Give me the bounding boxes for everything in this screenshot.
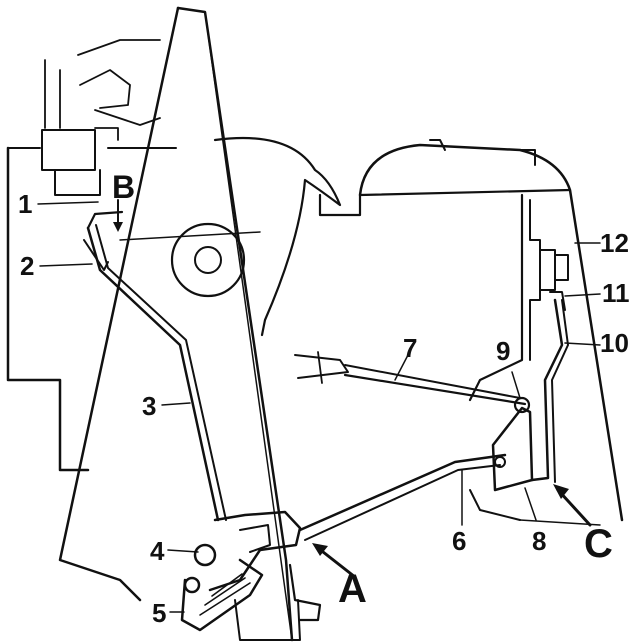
- linkage-rods: [83, 210, 569, 541]
- callout-11: 11: [602, 278, 630, 308]
- leader-7: [394, 354, 409, 381]
- right-housing: [318, 139, 624, 526]
- leader-9: [511, 371, 521, 399]
- flywheel-housing: [119, 136, 342, 337]
- callout-3: 3: [142, 391, 156, 421]
- lever-8: [491, 406, 534, 492]
- leader-lines: [37, 199, 601, 613]
- callout-2: 2: [20, 251, 34, 281]
- leader-1: [37, 201, 99, 205]
- leader-4: [167, 549, 199, 553]
- rod-10: [530, 298, 564, 482]
- callout-12: 12: [600, 228, 629, 258]
- callout-9: 9: [496, 336, 510, 366]
- leader-8: [524, 487, 537, 521]
- label-c: C: [584, 522, 613, 566]
- callout-4: 4: [150, 536, 165, 566]
- rod-6: [298, 453, 507, 532]
- callout-1: 1: [18, 189, 32, 219]
- leader-11: [564, 293, 601, 297]
- callout-8: 8: [532, 526, 546, 556]
- lever-b: [86, 210, 124, 230]
- rod-3: [86, 226, 220, 522]
- callout-10: 10: [600, 328, 629, 358]
- arrow-c-head: [553, 484, 569, 499]
- callout-5: 5: [152, 598, 166, 628]
- arrow-a-shaft: [316, 546, 357, 579]
- label-a: A: [338, 567, 367, 611]
- label-b: B: [112, 169, 135, 205]
- callout-6: 6: [452, 526, 466, 556]
- callout-7: 7: [403, 333, 417, 363]
- leader-10: [564, 342, 601, 346]
- arrow-b-head: [113, 222, 123, 232]
- callout-labels: 1 2 3 4 5 6 7 8 9 10 11 12 A B C: [18, 169, 630, 628]
- leader-3: [161, 402, 191, 406]
- lower-bellcrank: [180, 510, 322, 641]
- slanted-bracket: [58, 6, 294, 642]
- leader-2: [39, 263, 93, 267]
- arrow-a-head: [312, 543, 328, 556]
- rod-7: [343, 373, 527, 406]
